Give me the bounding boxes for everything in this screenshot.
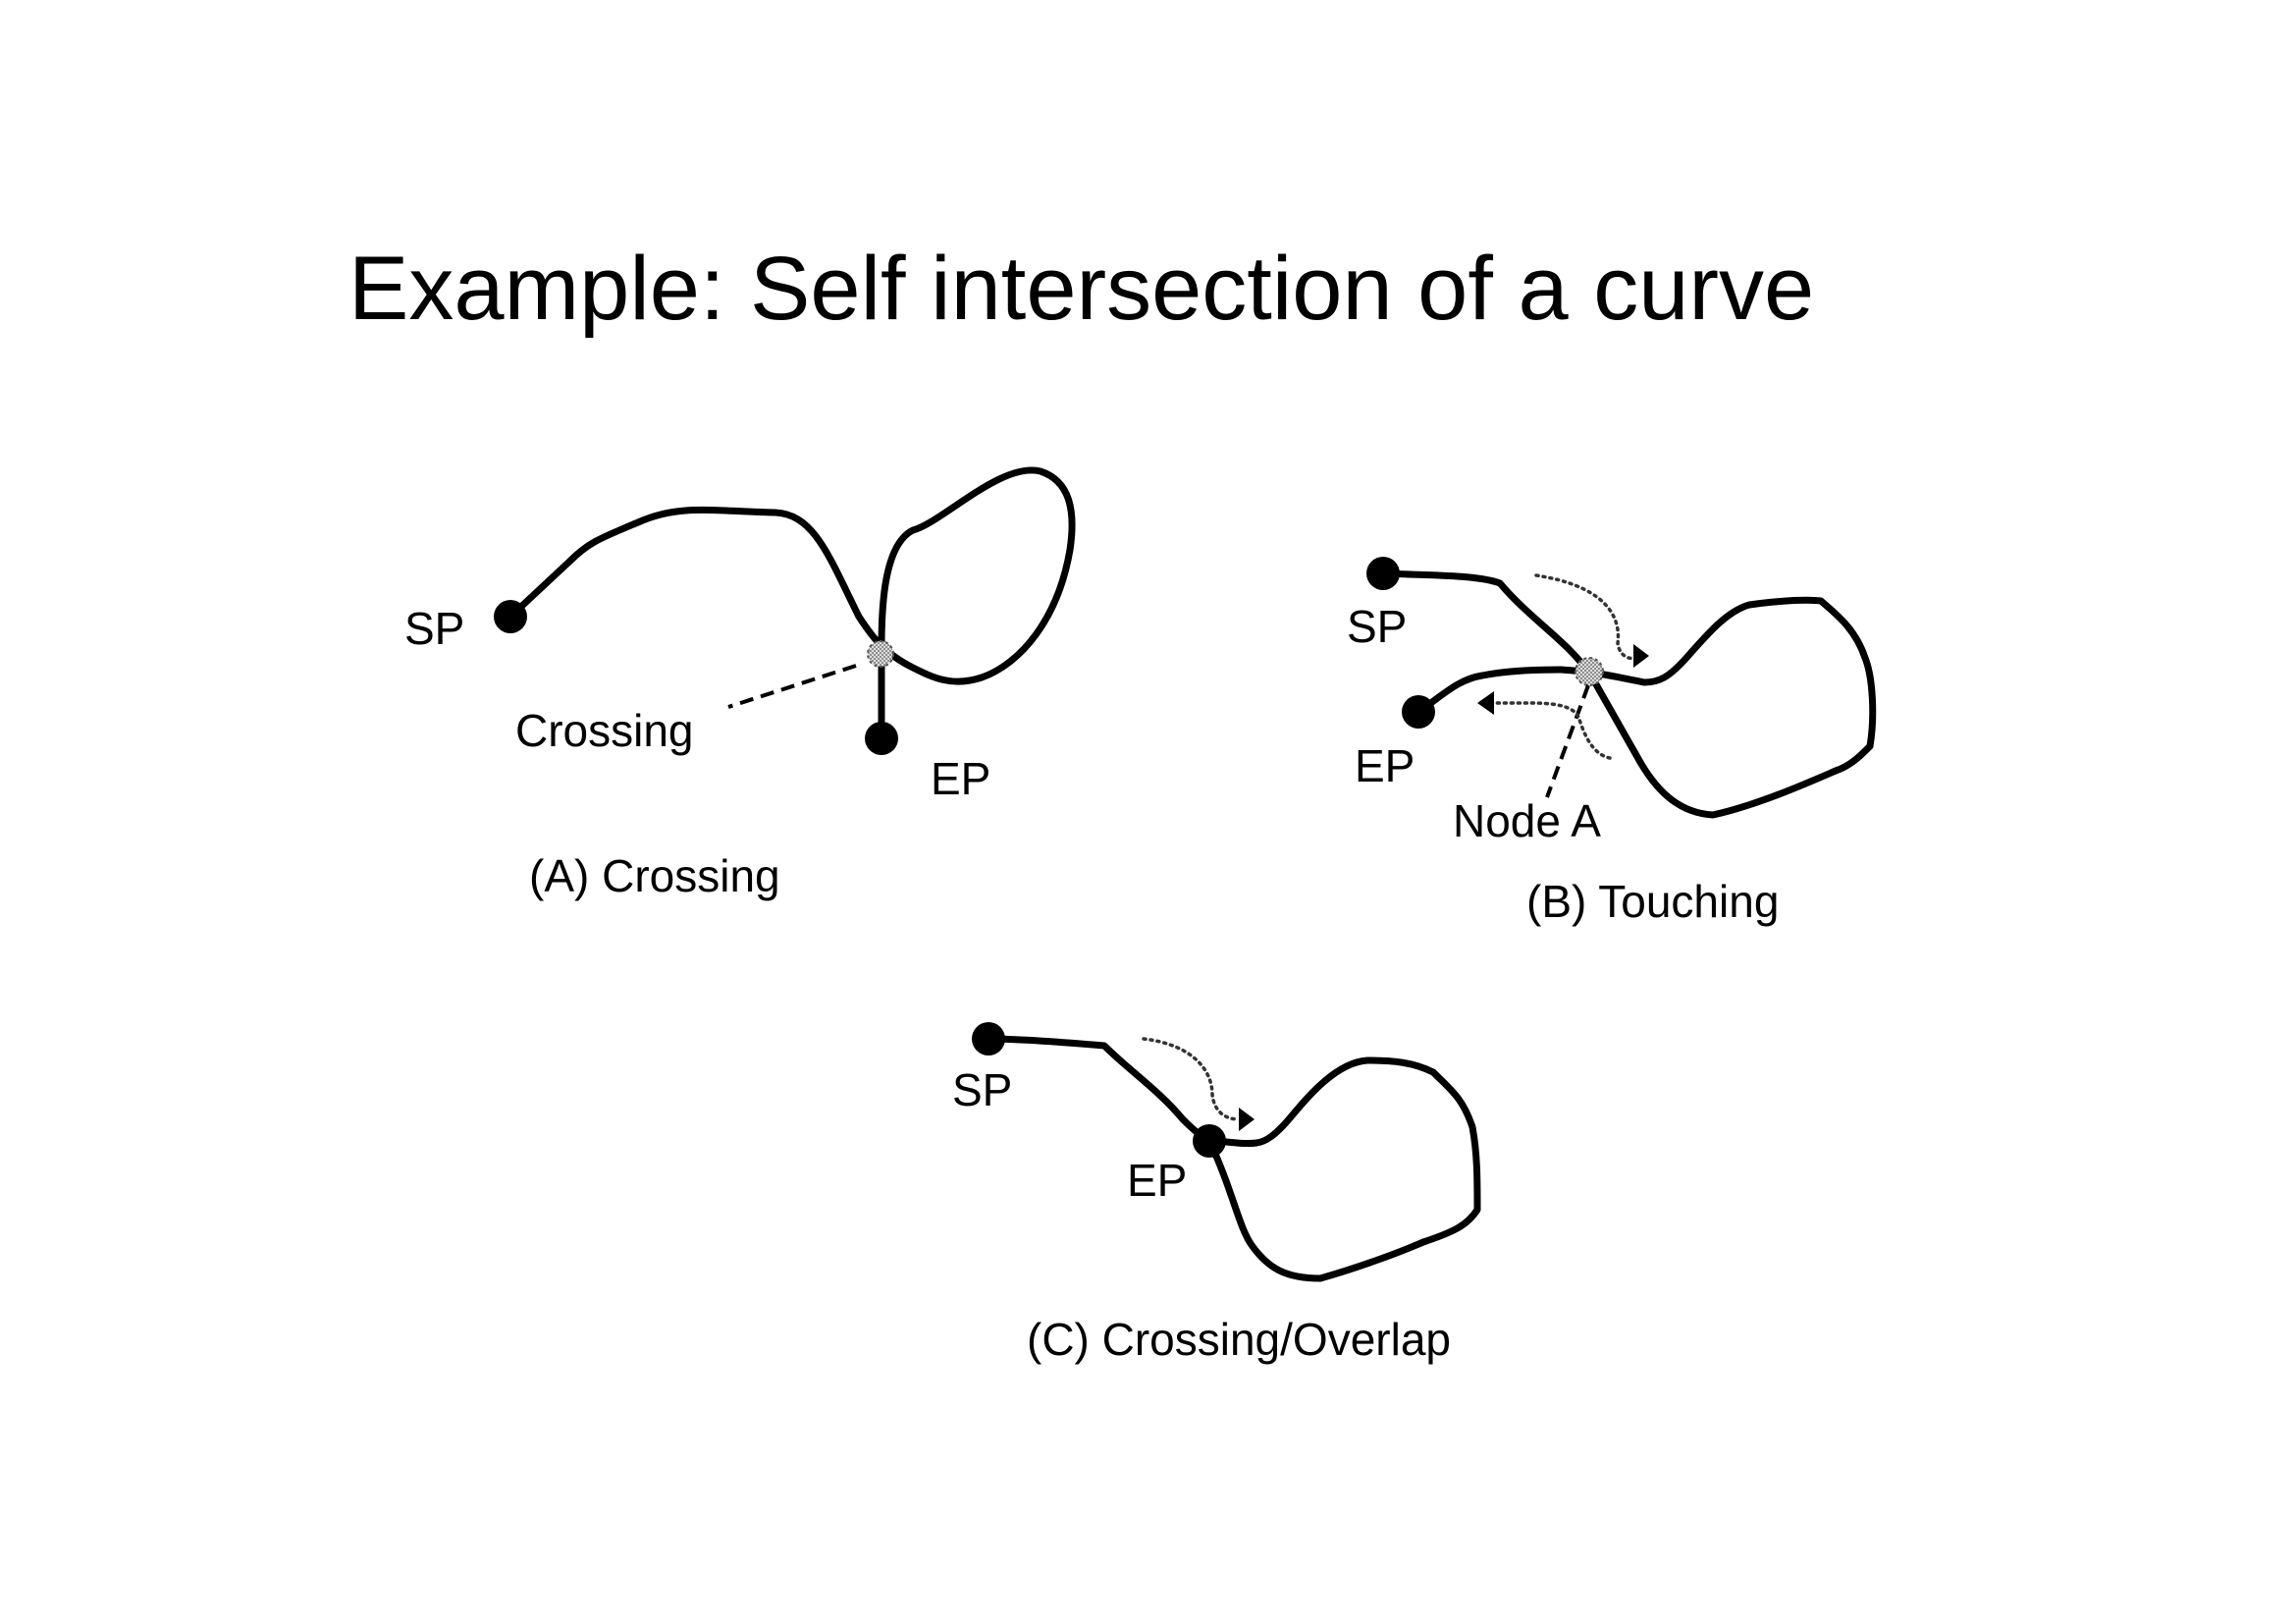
panel-b-node-leader [1545,684,1590,798]
panel-a-crossing: SP EP Crossing (A) Crossing [404,466,1076,901]
panel-c-start-point [972,1022,1005,1056]
panel-a-end-point [865,722,898,755]
panel-b-caption: (B) Touching [1526,876,1779,927]
panel-c-crossing-overlap: SP EP (C) Crossing/Overlap [952,1022,1481,1365]
slide-title: Example: Self intersection of a curve [348,239,1815,339]
panel-b-node-a-marker [1575,657,1604,686]
panel-c-curve [985,1035,1481,1282]
panel-c-arrowhead [1239,1108,1255,1131]
panel-b-curve-start-branch [1379,569,1877,819]
panel-b-direction-path-out [1490,701,1612,760]
panel-b-end-point [1402,695,1435,729]
panel-c-direction-path [1142,1037,1241,1121]
panel-c-end-point [1193,1124,1226,1158]
panel-c-end-label: EP [1127,1155,1187,1206]
panel-a-start-point [494,600,527,633]
panel-a-crossing-marker [867,640,894,668]
panel-a-start-label: SP [404,603,464,654]
panel-a-marker-label: Crossing [515,705,694,756]
panel-b-direction-path-in [1534,573,1639,661]
panel-c-caption: (C) Crossing/Overlap [1027,1314,1451,1365]
panel-b-curve-end-branch [1415,666,1565,716]
panel-c-start-label: SP [952,1064,1012,1115]
panel-b-arrowhead-out [1477,691,1494,715]
panel-b-arrowhead-in [1633,644,1649,668]
panel-a-curve [507,466,1076,742]
panel-b-touching: SP EP Node A (B) Touching [1347,557,1877,927]
panel-a-crossing-leader [727,664,857,709]
panel-b-start-point [1366,557,1400,590]
panel-b-start-label: SP [1347,601,1407,652]
panel-a-caption: (A) Crossing [529,850,780,901]
panel-b-end-label: EP [1355,740,1415,791]
panel-a-end-label: EP [931,753,990,804]
panel-b-marker-label: Node A [1453,795,1601,846]
